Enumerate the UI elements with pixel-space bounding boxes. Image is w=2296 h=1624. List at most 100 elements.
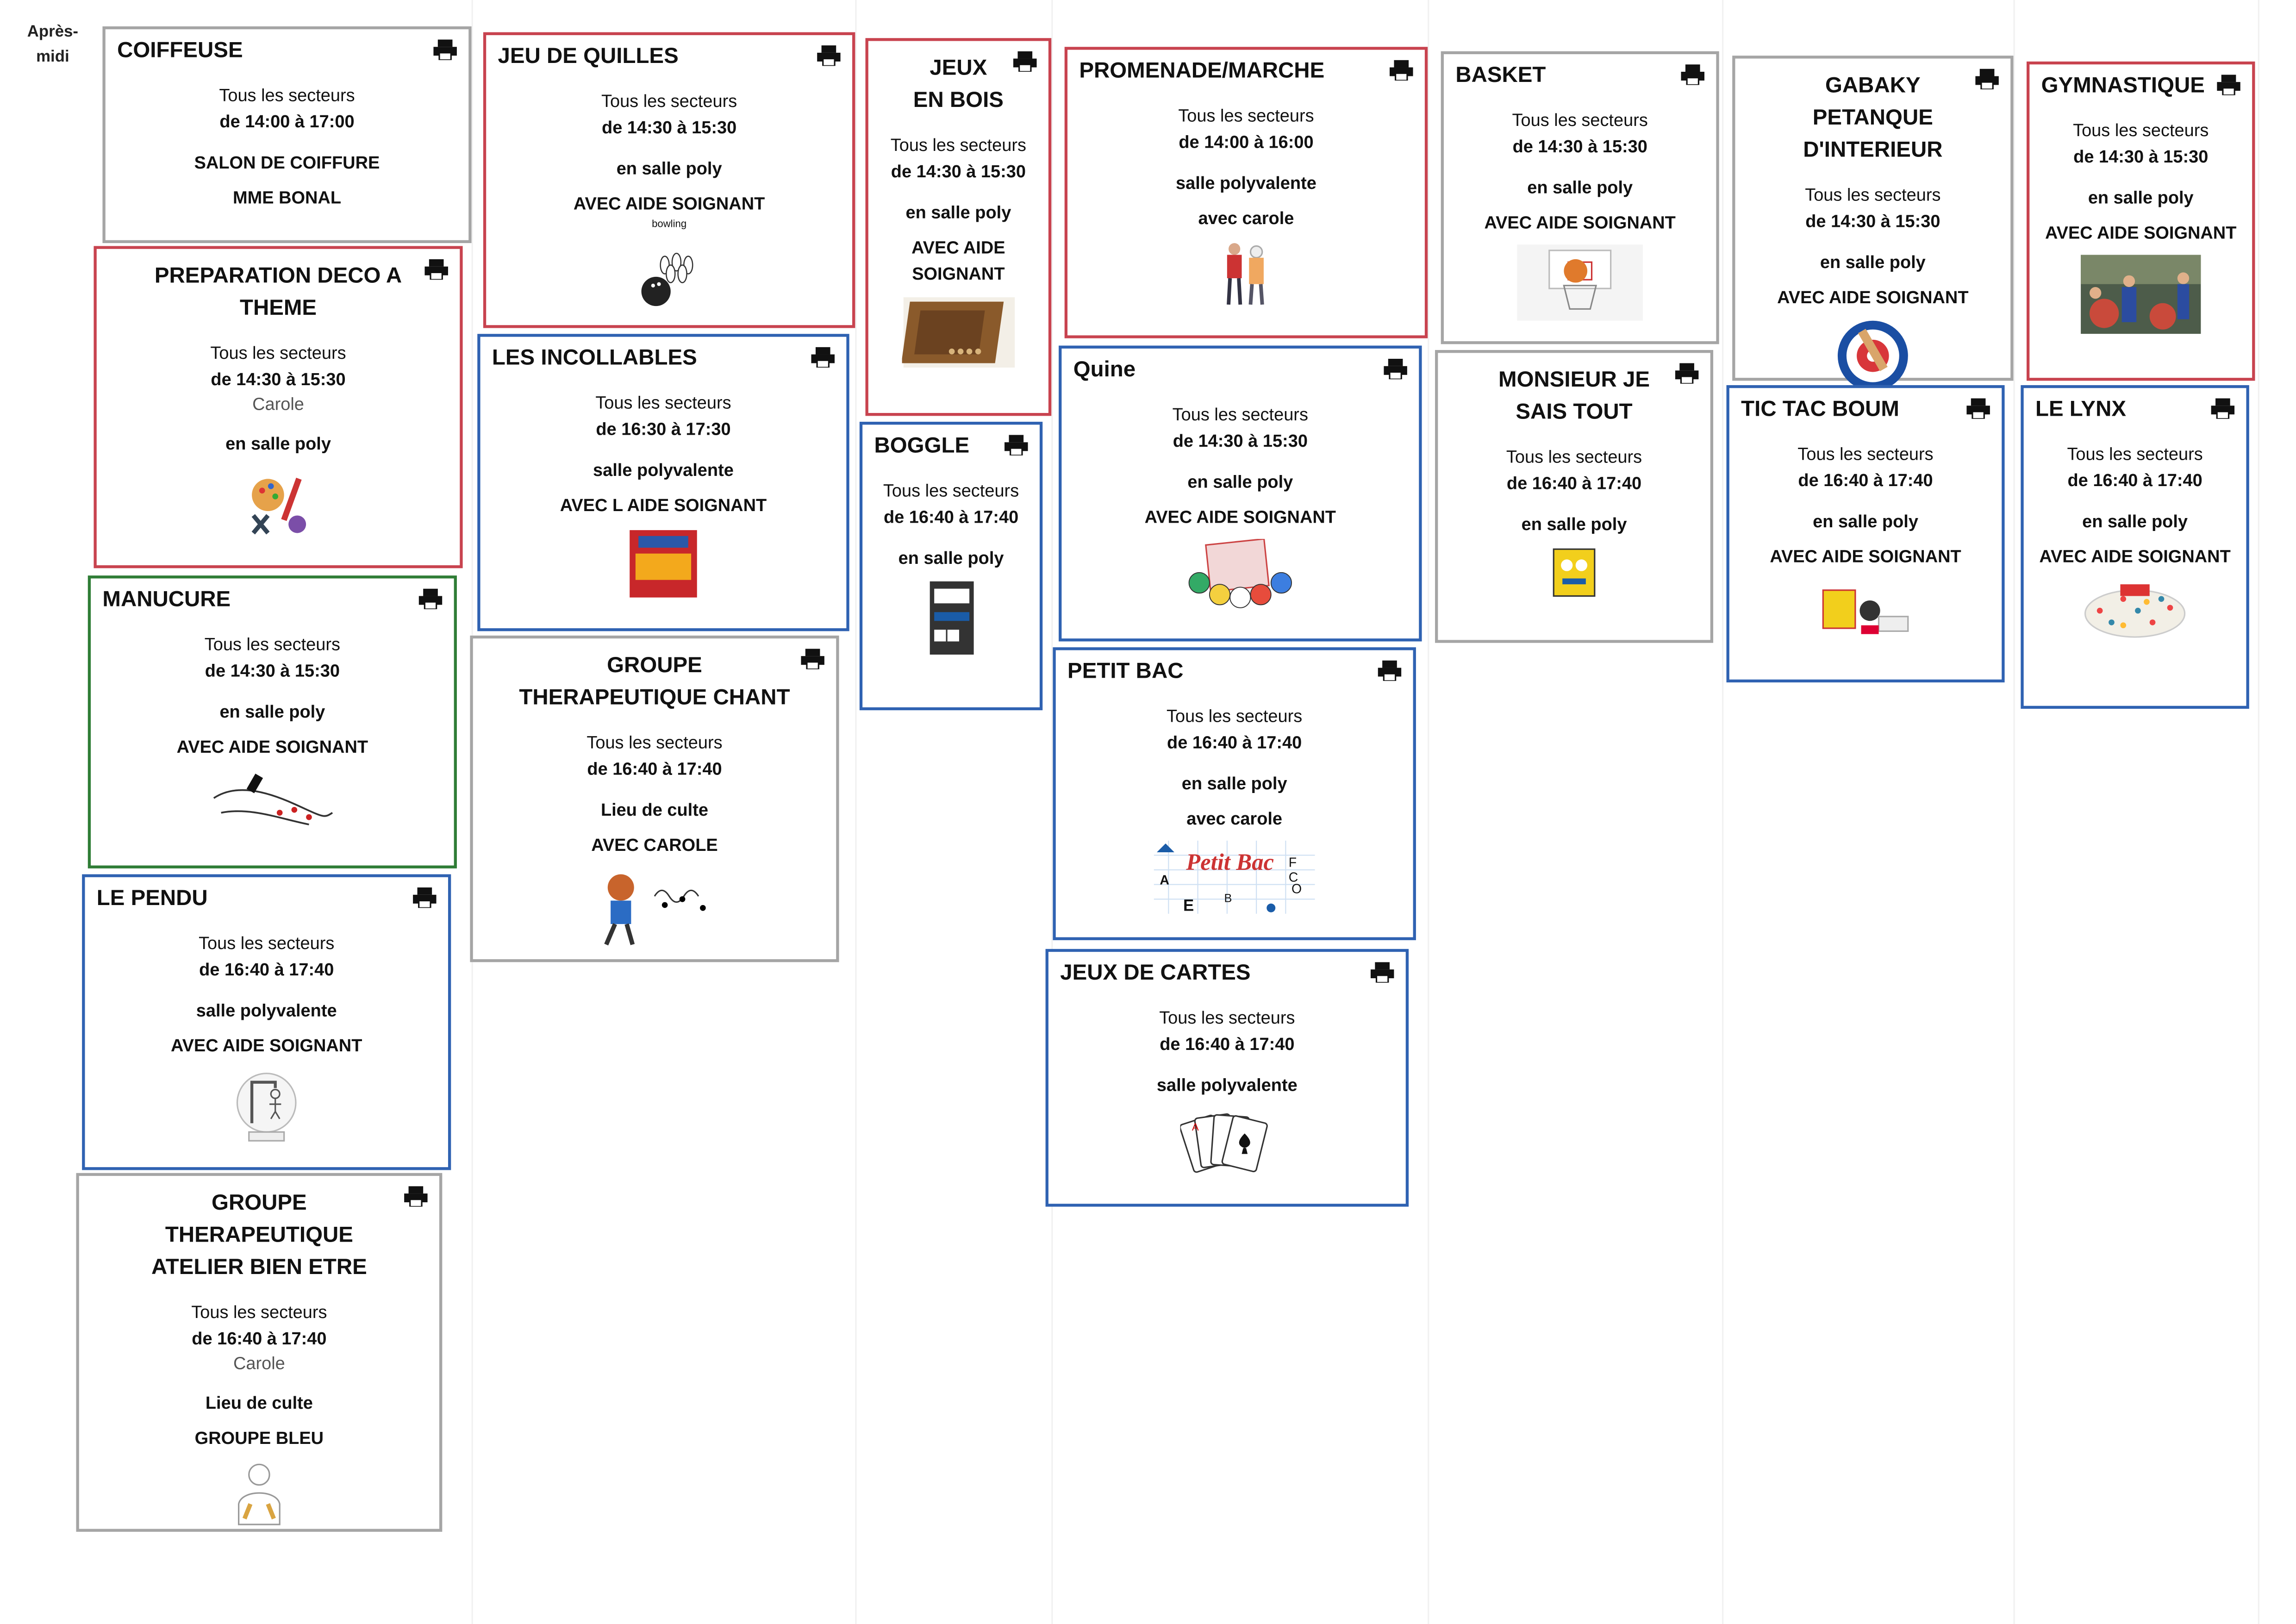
quiz-box-icon (1551, 546, 1597, 606)
activity-extra: AVEC CAROLE (591, 835, 718, 856)
activity-place: Lieu de culte (600, 800, 708, 820)
printer-icon[interactable] (1013, 51, 1037, 73)
activity-title: JEUX DE CARTES (1060, 961, 1251, 986)
activity-place: en salle poly (905, 202, 1011, 223)
svg-text:E: E (1183, 897, 1194, 914)
activity-time: de 16:40 à 17:40 (199, 959, 334, 980)
printer-icon[interactable] (1675, 363, 1699, 385)
activity-extra: AVEC AIDE SOIGNANT (171, 1035, 362, 1056)
quiz-game-box-icon (627, 527, 700, 608)
activity-place: salle polyvalente (1156, 1074, 1298, 1096)
bingo-balls-icon (1185, 538, 1296, 619)
activity-extra: AVEC AIDE SOIGNANT (573, 193, 765, 214)
activity-time: de 14:30 à 15:30 (1805, 211, 1940, 231)
activity-place: en salle poly (1521, 514, 1627, 535)
printer-icon[interactable] (1975, 69, 1999, 90)
svg-text:B: B (1224, 892, 1232, 905)
printer-icon[interactable] (1378, 660, 1402, 682)
printer-icon[interactable] (1004, 435, 1028, 456)
activity-sectors: Tous les secteurs (1506, 446, 1642, 468)
activity-sectors: Tous les secteurs (595, 392, 731, 413)
activity-sectors: Tous les secteurs (191, 1302, 327, 1323)
activity-title: COIFFEUSE (117, 38, 243, 63)
massage-icon (230, 1460, 289, 1535)
svg-text:C: C (1289, 870, 1298, 885)
activity-sectors: Tous les secteurs (2067, 443, 2203, 464)
printer-icon[interactable] (1966, 398, 1990, 420)
activity-title: JEU DE QUILLES (498, 44, 679, 69)
printer-icon[interactable] (2211, 398, 2235, 420)
activity-place: en salle poly (225, 433, 331, 454)
activity-time: de 14:00 à 16:00 (1179, 131, 1314, 152)
activity-time: de 16:40 à 17:40 (1167, 732, 1302, 753)
activity-sectors: Tous les secteurs (2073, 120, 2209, 141)
activity-sectors: Tous les secteurs (210, 343, 346, 363)
lynx-board-icon (2079, 579, 2190, 650)
activity-title: MANUCURE (102, 587, 231, 612)
icon-caption: bowling (652, 219, 687, 230)
activity-place: en salle poly (1820, 252, 1926, 273)
column-divider (1722, 0, 1724, 1624)
printer-icon[interactable] (1370, 962, 1394, 984)
printer-icon[interactable] (413, 887, 437, 909)
printer-icon[interactable] (404, 1186, 428, 1208)
activity-sectors: Tous les secteurs (1167, 706, 1303, 726)
bowling-icon (633, 239, 706, 319)
activity-extra: MME BONAL (232, 187, 342, 208)
activity-extra: AVEC L AIDE SOIGNANT (560, 495, 767, 516)
activity-extra: AVEC AIDE SOIGNANT (1770, 546, 1961, 567)
activity-time: de 16:40 à 17:40 (587, 758, 722, 779)
printer-icon[interactable] (801, 649, 824, 670)
activity-sectors: Tous les secteurs (883, 480, 1019, 501)
printer-icon[interactable] (1681, 64, 1705, 86)
activity-time: de 14:30 à 15:30 (1173, 431, 1308, 451)
printer-icon[interactable] (418, 588, 443, 610)
activity-extra: avec carole (1186, 808, 1283, 829)
printer-icon[interactable] (1389, 60, 1413, 81)
printer-icon[interactable] (2217, 75, 2240, 96)
activity-title: BOGGLE (874, 433, 970, 459)
boggle-box-icon (928, 580, 974, 663)
activity-time: de 16:30 à 17:30 (596, 418, 731, 439)
gym-class-photo-icon (2081, 255, 2201, 341)
printer-icon[interactable] (811, 347, 835, 369)
activity-title: JEUX EN BOIS (913, 56, 1004, 113)
printer-icon[interactable] (817, 45, 841, 67)
printer-icon[interactable] (424, 259, 448, 281)
craft-supplies-icon (242, 466, 315, 546)
activity-extra: GROUPE BLEU (194, 1428, 324, 1449)
activity-place: en salle poly (2088, 187, 2194, 208)
activity-time: de 14:30 à 15:30 (211, 369, 346, 390)
activity-time: de 14:30 à 15:30 (891, 161, 1026, 182)
printer-icon[interactable] (433, 39, 457, 61)
board-game-icon (1820, 579, 1911, 644)
activity-sectors: Tous les secteurs (1178, 105, 1314, 126)
printer-icon[interactable] (1384, 359, 1407, 380)
column-divider (855, 0, 857, 1624)
activity-time: de 16:40 à 17:40 (1506, 473, 1642, 494)
activity-card[interactable]: LES INCOLLABLES Tous les secteurs de 16:30… (477, 334, 849, 631)
activity-time: de 16:40 à 17:40 (1160, 1034, 1295, 1055)
activity-place: en salle poly (616, 158, 722, 179)
activity-title: LES INCOLLABLES (492, 345, 697, 371)
